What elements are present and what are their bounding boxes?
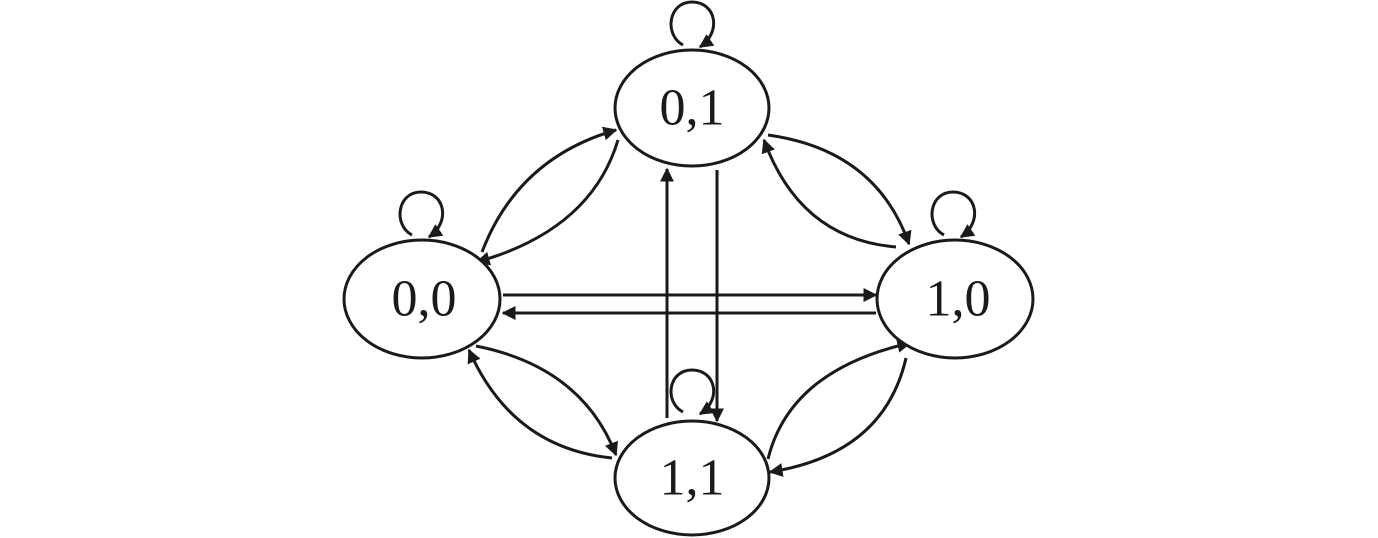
edge-s01-to-s00: [475, 139, 620, 266]
node-s10-label: 1,0: [926, 271, 991, 328]
edge-s11-to-s10: [766, 338, 912, 460]
edge-s00-to-s01: [480, 126, 618, 253]
edge-s10-to-s11: [768, 357, 908, 477]
edge-s11-to-s00: [467, 348, 613, 460]
edge-s11-self-loop: [669, 368, 716, 416]
node-s01-label: 0,1: [660, 80, 725, 137]
node-s00-label: 0,0: [392, 271, 457, 328]
node-s11-label: 1,1: [660, 450, 725, 507]
edges: [398, 0, 977, 477]
edge-s10-to-s01: [761, 138, 897, 249]
node-s10-ellipse: [875, 238, 1035, 360]
edge-s01-to-s10: [767, 133, 912, 246]
node-s01-ellipse: [613, 48, 771, 168]
edge-s00-self-loop: [398, 190, 445, 239]
node-s10: 1,0: [875, 238, 1035, 360]
node-s00: 0,0: [342, 238, 502, 360]
edge-s00-to-s11: [475, 344, 618, 457]
node-s11-ellipse: [613, 419, 771, 537]
node-s01: 0,1: [613, 48, 771, 168]
edge-s01-self-loop: [669, 0, 716, 49]
edge-s10-self-loop: [930, 190, 977, 239]
node-s00-ellipse: [342, 238, 502, 360]
node-s11: 1,1: [613, 419, 771, 537]
